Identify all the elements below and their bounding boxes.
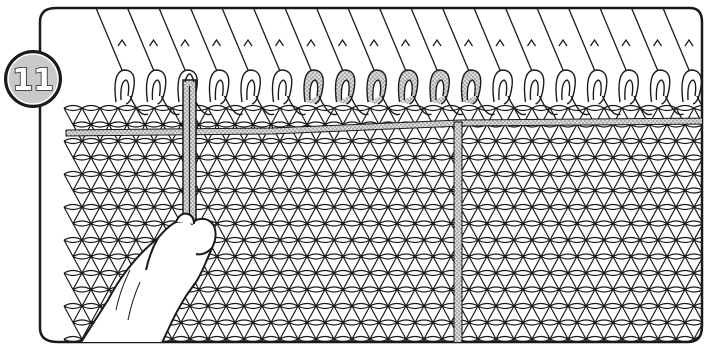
knit-stitch [703,188,707,207]
knit-stitch [694,337,707,347]
knit-stitch [703,221,707,240]
step-number: 11 [12,63,54,98]
step-number-badge: 11 [4,50,62,108]
knit-stitch [703,122,707,141]
knit-stitch [703,320,707,339]
knit-stitch [703,287,707,306]
knit-stitch [703,155,707,174]
knit-stitch [703,254,707,273]
